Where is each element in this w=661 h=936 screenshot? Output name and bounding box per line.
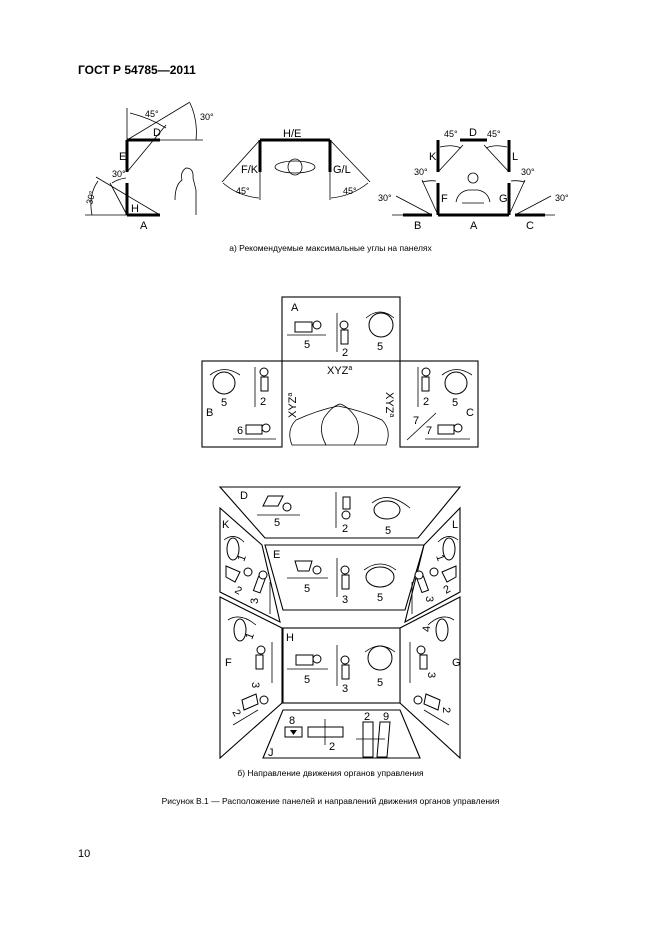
direction-number: 2 xyxy=(342,347,348,359)
panel-label-g: G xyxy=(499,193,508,205)
panel-label-h: H xyxy=(131,203,139,215)
direction-number: 2 xyxy=(229,708,242,719)
direction-number: 9 xyxy=(383,711,389,723)
angle-label: 45° xyxy=(145,109,159,119)
angle-label: 45° xyxy=(236,186,250,196)
direction-number: 5 xyxy=(452,397,458,409)
angle-label: 30° xyxy=(521,167,535,177)
direction-number: 2 xyxy=(364,711,370,723)
direction-number: 5 xyxy=(304,674,310,686)
panel-label-d: D xyxy=(240,490,248,502)
panel-label-a: A xyxy=(140,220,148,232)
angle-label: 30° xyxy=(555,193,569,203)
panel-label-a: A xyxy=(291,302,299,314)
direction-number: 2 xyxy=(440,707,452,713)
angle-label: 30° xyxy=(378,193,392,203)
direction-number: 7 xyxy=(413,415,419,427)
panel-label-h: H xyxy=(286,632,294,644)
panel-label-g: G xyxy=(452,657,461,669)
direction-number: 4 xyxy=(421,626,433,632)
panel-label-a: A xyxy=(470,220,478,232)
direction-number: 3 xyxy=(342,594,348,606)
direction-number: 5 xyxy=(304,339,310,351)
direction-number: 5 xyxy=(377,592,383,604)
front-view-diagram: D K L F G A B C 45° 45° 30° 30° 30° 30° xyxy=(378,127,569,232)
direction-number: 1 xyxy=(236,553,249,563)
direction-number: 6 xyxy=(237,425,243,437)
panel-label-k: K xyxy=(222,519,230,531)
panel-label-g-l: G/L xyxy=(333,164,351,176)
direction-number: 2 xyxy=(342,523,348,535)
direction-number: 3 xyxy=(425,672,437,678)
angle-label: 45° xyxy=(444,129,458,139)
direction-number: 2 xyxy=(442,583,453,596)
angle-label: 30° xyxy=(200,112,214,122)
direction-number: 3 xyxy=(249,682,261,688)
direction-number: 5 xyxy=(377,677,383,689)
caption-figure-a: а) Рекомендуемые максимальные углы на па… xyxy=(229,243,432,253)
panel-label-e: E xyxy=(119,151,126,163)
direction-number: 5 xyxy=(377,341,383,353)
xyz-label: XYZa xyxy=(327,365,352,377)
caption-figure-b: б) Направление движения органов управлен… xyxy=(237,768,424,778)
panel-label-f: F xyxy=(225,657,232,669)
direction-number: 8 xyxy=(289,715,295,727)
direction-number: 3 xyxy=(423,596,435,602)
direction-number: 3 xyxy=(342,683,348,695)
panel-label-b: B xyxy=(414,220,421,232)
direction-number: 3 xyxy=(249,598,261,604)
panel-label-f-k: F/K xyxy=(241,164,259,176)
angle-label: 30° xyxy=(414,167,428,177)
panel-label-e: E xyxy=(273,549,280,561)
angle-label: 30° xyxy=(84,189,97,205)
top-view-diagram: H/E F/K G/L 45° 45° xyxy=(221,128,371,200)
panel-label-k: K xyxy=(429,151,437,163)
direction-number: 1 xyxy=(433,553,446,563)
direction-number: 5 xyxy=(385,525,391,537)
panel-label-l: L xyxy=(512,151,518,163)
direction-number: 7 xyxy=(426,425,432,437)
angle-label: 30° xyxy=(112,169,126,179)
angle-label: 45° xyxy=(343,186,357,196)
panel-label-f: F xyxy=(441,193,448,205)
panel-label-l: L xyxy=(452,519,458,531)
figure-title: Рисунок В.1 — Расположение панелей и нап… xyxy=(161,796,500,806)
panel-label-d: D xyxy=(469,127,477,139)
xyz-label: XYZa xyxy=(287,393,299,418)
angle-label: 45° xyxy=(487,129,501,139)
page-number: 10 xyxy=(78,848,91,860)
panel-label-c: C xyxy=(466,407,474,419)
document-header: ГОСТ Р 54785—2011 xyxy=(78,63,196,77)
direction-number: 2 xyxy=(329,741,335,753)
side-view-diagram: D E H A 45° 30° 30° 30° xyxy=(84,101,214,232)
xyz-label: XYZa xyxy=(383,392,395,417)
direction-number: 5 xyxy=(274,517,280,529)
direction-number: 2 xyxy=(233,584,244,597)
panel-layout-diagram: A B C XYZa XYZa XYZa 5 2 5 5 2 6 2 5 7 7 xyxy=(201,296,479,448)
panel-label-d: D xyxy=(153,127,161,139)
panel-label-j: J xyxy=(268,747,274,759)
direction-number: 2 xyxy=(423,396,429,408)
direction-number: 2 xyxy=(260,396,266,408)
panel-label-h-e: H/E xyxy=(283,128,301,140)
direction-number: 5 xyxy=(221,397,227,409)
direction-number: 5 xyxy=(304,583,310,595)
control-directions-diagram: D E H K L F G J 5 2 5 5 3 5 5 3 5 xyxy=(218,486,462,760)
direction-number: 1 xyxy=(244,631,257,641)
panel-label-c: C xyxy=(526,220,534,232)
panel-label-b: B xyxy=(206,407,213,419)
